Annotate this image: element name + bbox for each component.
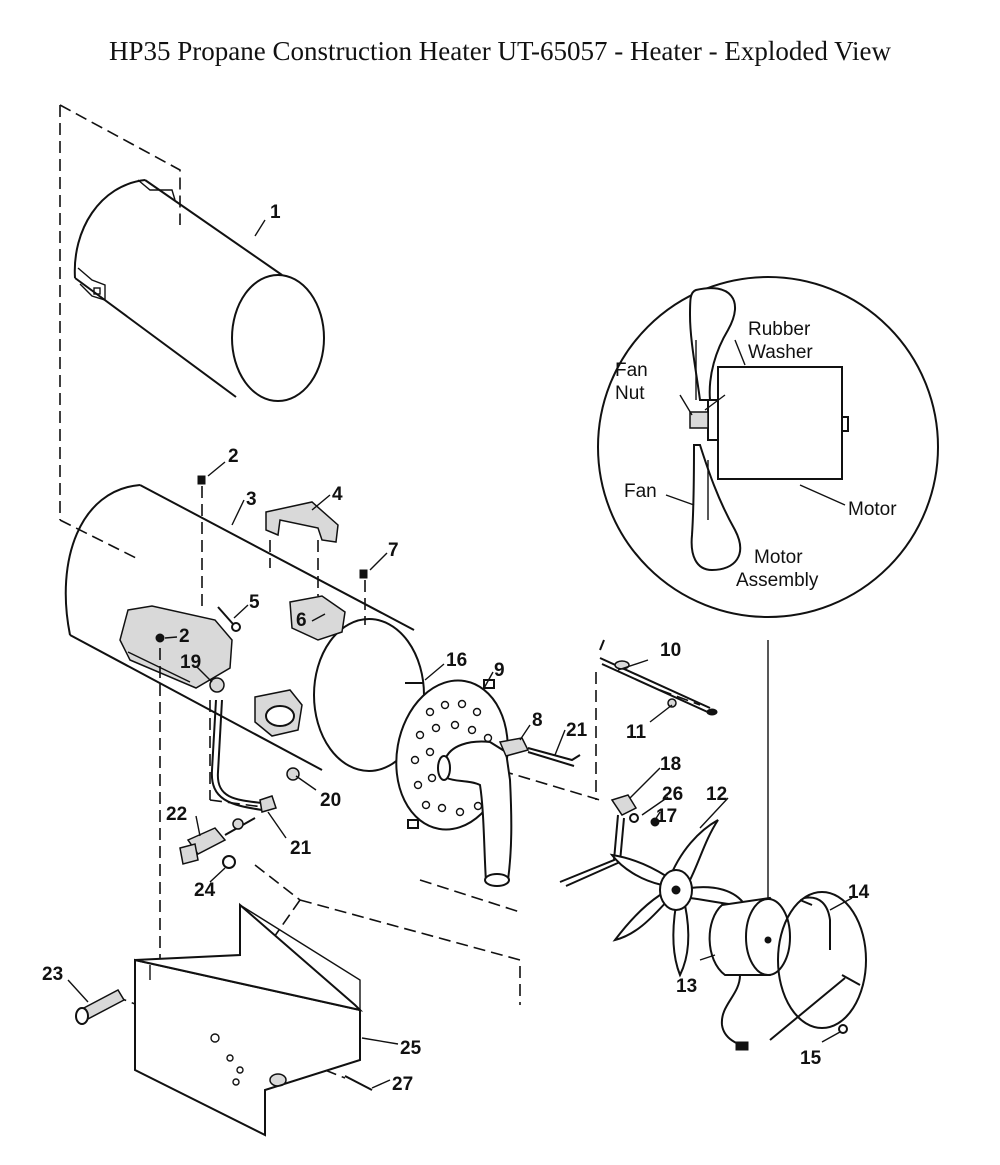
outer-shell [73,179,325,402]
rod-27 [344,1075,373,1091]
label-15: 15 [800,1048,822,1069]
label-16: 16 [446,650,467,671]
base-frame [134,902,364,1137]
motor-assembly-label-line2: Assembly [736,570,819,591]
heater-body [64,484,425,772]
label-2-lower: 2 [179,626,190,647]
limit-switch [559,794,639,887]
gas-valve-hose [179,699,277,869]
label-18: 18 [660,754,681,775]
burner-tube [437,740,513,887]
label-14: 14 [848,882,870,903]
label-4: 4 [332,484,343,505]
rubber-washer-label-line2: Washer [748,342,813,363]
inset-labels: Rubber Washer Fan Nut Fan Motor Motor As… [615,319,897,591]
motor-label: Motor [848,499,897,520]
inlet-fitting [75,989,126,1025]
assembly-guides [59,104,769,1079]
label-11: 11 [626,722,647,743]
part-number-labels: 1 2 3 4 5 6 7 2 19 16 9 10 11 8 21 18 26… [42,202,870,1095]
label-22: 22 [166,804,187,825]
label-25: 25 [400,1038,422,1059]
label-27: 27 [392,1074,413,1095]
label-21-left: 21 [290,838,312,859]
label-3: 3 [246,489,257,510]
sensor-rod [599,639,718,716]
rubber-washer-label-line1: Rubber [748,319,811,340]
fan-label: Fan [624,481,657,502]
label-9: 9 [494,660,505,681]
handle [265,501,339,543]
fan-blade [609,819,747,978]
label-17: 17 [656,806,677,827]
label-10: 10 [660,640,681,661]
leader-lines [67,219,853,1089]
label-19: 19 [180,652,201,673]
label-13: 13 [676,976,697,997]
page-title: HP35 Propane Construction Heater UT-6505… [109,36,891,66]
label-5: 5 [249,592,260,613]
label-21-right: 21 [566,720,588,741]
fan-nut-label-line2: Nut [615,383,645,404]
label-6: 6 [296,610,307,631]
label-26: 26 [662,784,683,805]
label-8: 8 [532,710,543,731]
hardware [155,475,660,827]
electrode-assembly [498,737,581,767]
label-1: 1 [270,202,281,223]
label-7: 7 [388,540,399,561]
label-24: 24 [194,880,216,901]
motor [708,896,791,1051]
motor-assembly-inset [597,276,939,618]
fan-nut-label-line1: Fan [615,360,648,381]
label-20: 20 [320,790,341,811]
label-2-top: 2 [228,446,239,467]
label-12: 12 [706,784,727,805]
label-23: 23 [42,964,63,985]
fan-guard [769,891,867,1041]
motor-assembly-label-line1: Motor [754,547,803,568]
